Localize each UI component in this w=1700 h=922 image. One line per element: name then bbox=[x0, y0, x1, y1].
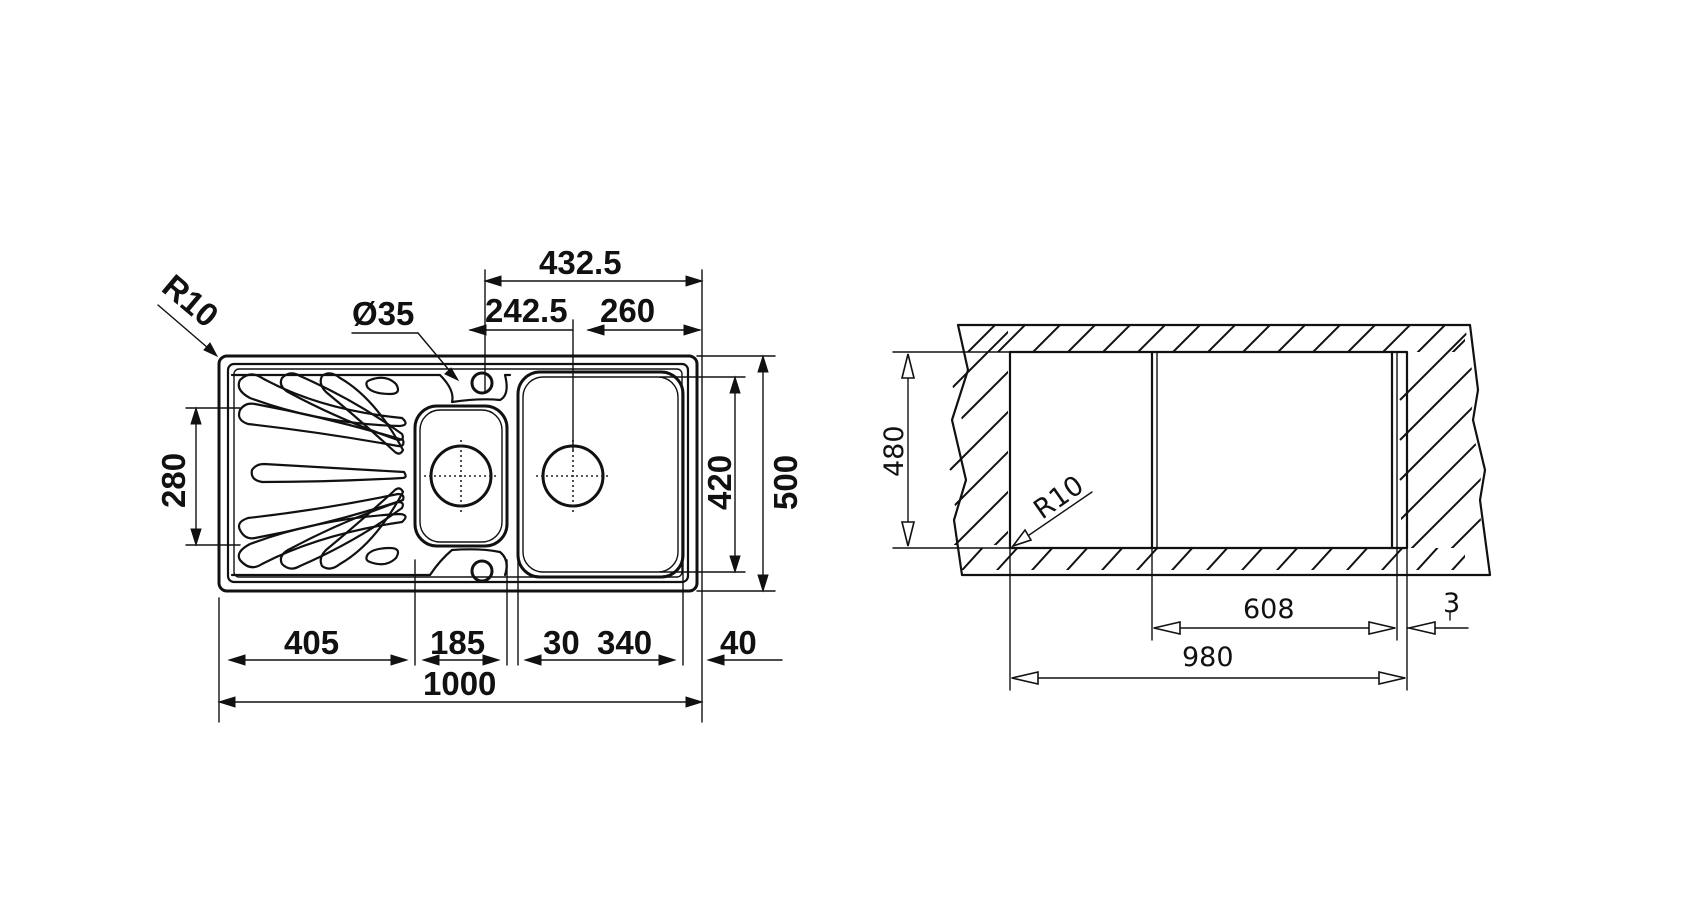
dim-small-bowl-width: 185 bbox=[430, 624, 485, 661]
drainer-grooves bbox=[237, 372, 407, 570]
cutout-view: 480 R10 608 3 980 bbox=[879, 323, 1492, 691]
small-bowl-inner bbox=[419, 409, 503, 543]
big-bowl bbox=[516, 370, 685, 579]
sink-top-view: R10 Ø35 432.5 242.5 260 280 420 bbox=[155, 244, 804, 723]
dim-bowl-height: 420 bbox=[701, 455, 738, 510]
drainer-outline bbox=[230, 373, 512, 404]
dim-overall-width: 1000 bbox=[423, 665, 496, 702]
drainer-outline-bottom bbox=[230, 548, 508, 577]
sink-inner-rim bbox=[226, 362, 690, 584]
dim-overall-to-hole: 432.5 bbox=[539, 244, 622, 281]
dim-corner-radius: R10 bbox=[156, 267, 226, 334]
slab-outline bbox=[950, 323, 1492, 577]
big-bowl-inner bbox=[522, 376, 679, 573]
tap-hole-bottom bbox=[470, 559, 494, 583]
small-bowl bbox=[413, 404, 509, 548]
dim-bowl-center-to-edge: 260 bbox=[600, 292, 655, 329]
dim-offset: 3 bbox=[1443, 588, 1460, 619]
sink-outer-rim bbox=[217, 354, 699, 593]
dim-overall-depth: 500 bbox=[767, 455, 804, 510]
dim-edge: 40 bbox=[720, 624, 757, 661]
slab-hatching bbox=[959, 325, 1465, 352]
tap-hole-top bbox=[470, 371, 494, 395]
dim-big-bowl-width: 340 bbox=[597, 624, 652, 661]
cutout-opening bbox=[1008, 350, 1409, 550]
dim-divider: 30 bbox=[543, 624, 580, 661]
dim-hole-to-bowl-center: 242.5 bbox=[485, 292, 568, 329]
dim-bowl-cutout-width: 608 bbox=[1243, 594, 1295, 625]
dim-drainer-width: 405 bbox=[284, 624, 339, 661]
dim-drainer-height: 280 bbox=[155, 453, 192, 508]
dim-cutout-width: 980 bbox=[1182, 642, 1234, 673]
dim-cutout-depth: 480 bbox=[879, 425, 910, 477]
dim-cutout-corner-radius: R10 bbox=[1028, 470, 1089, 526]
dim-hole-diameter: Ø35 bbox=[352, 295, 414, 332]
